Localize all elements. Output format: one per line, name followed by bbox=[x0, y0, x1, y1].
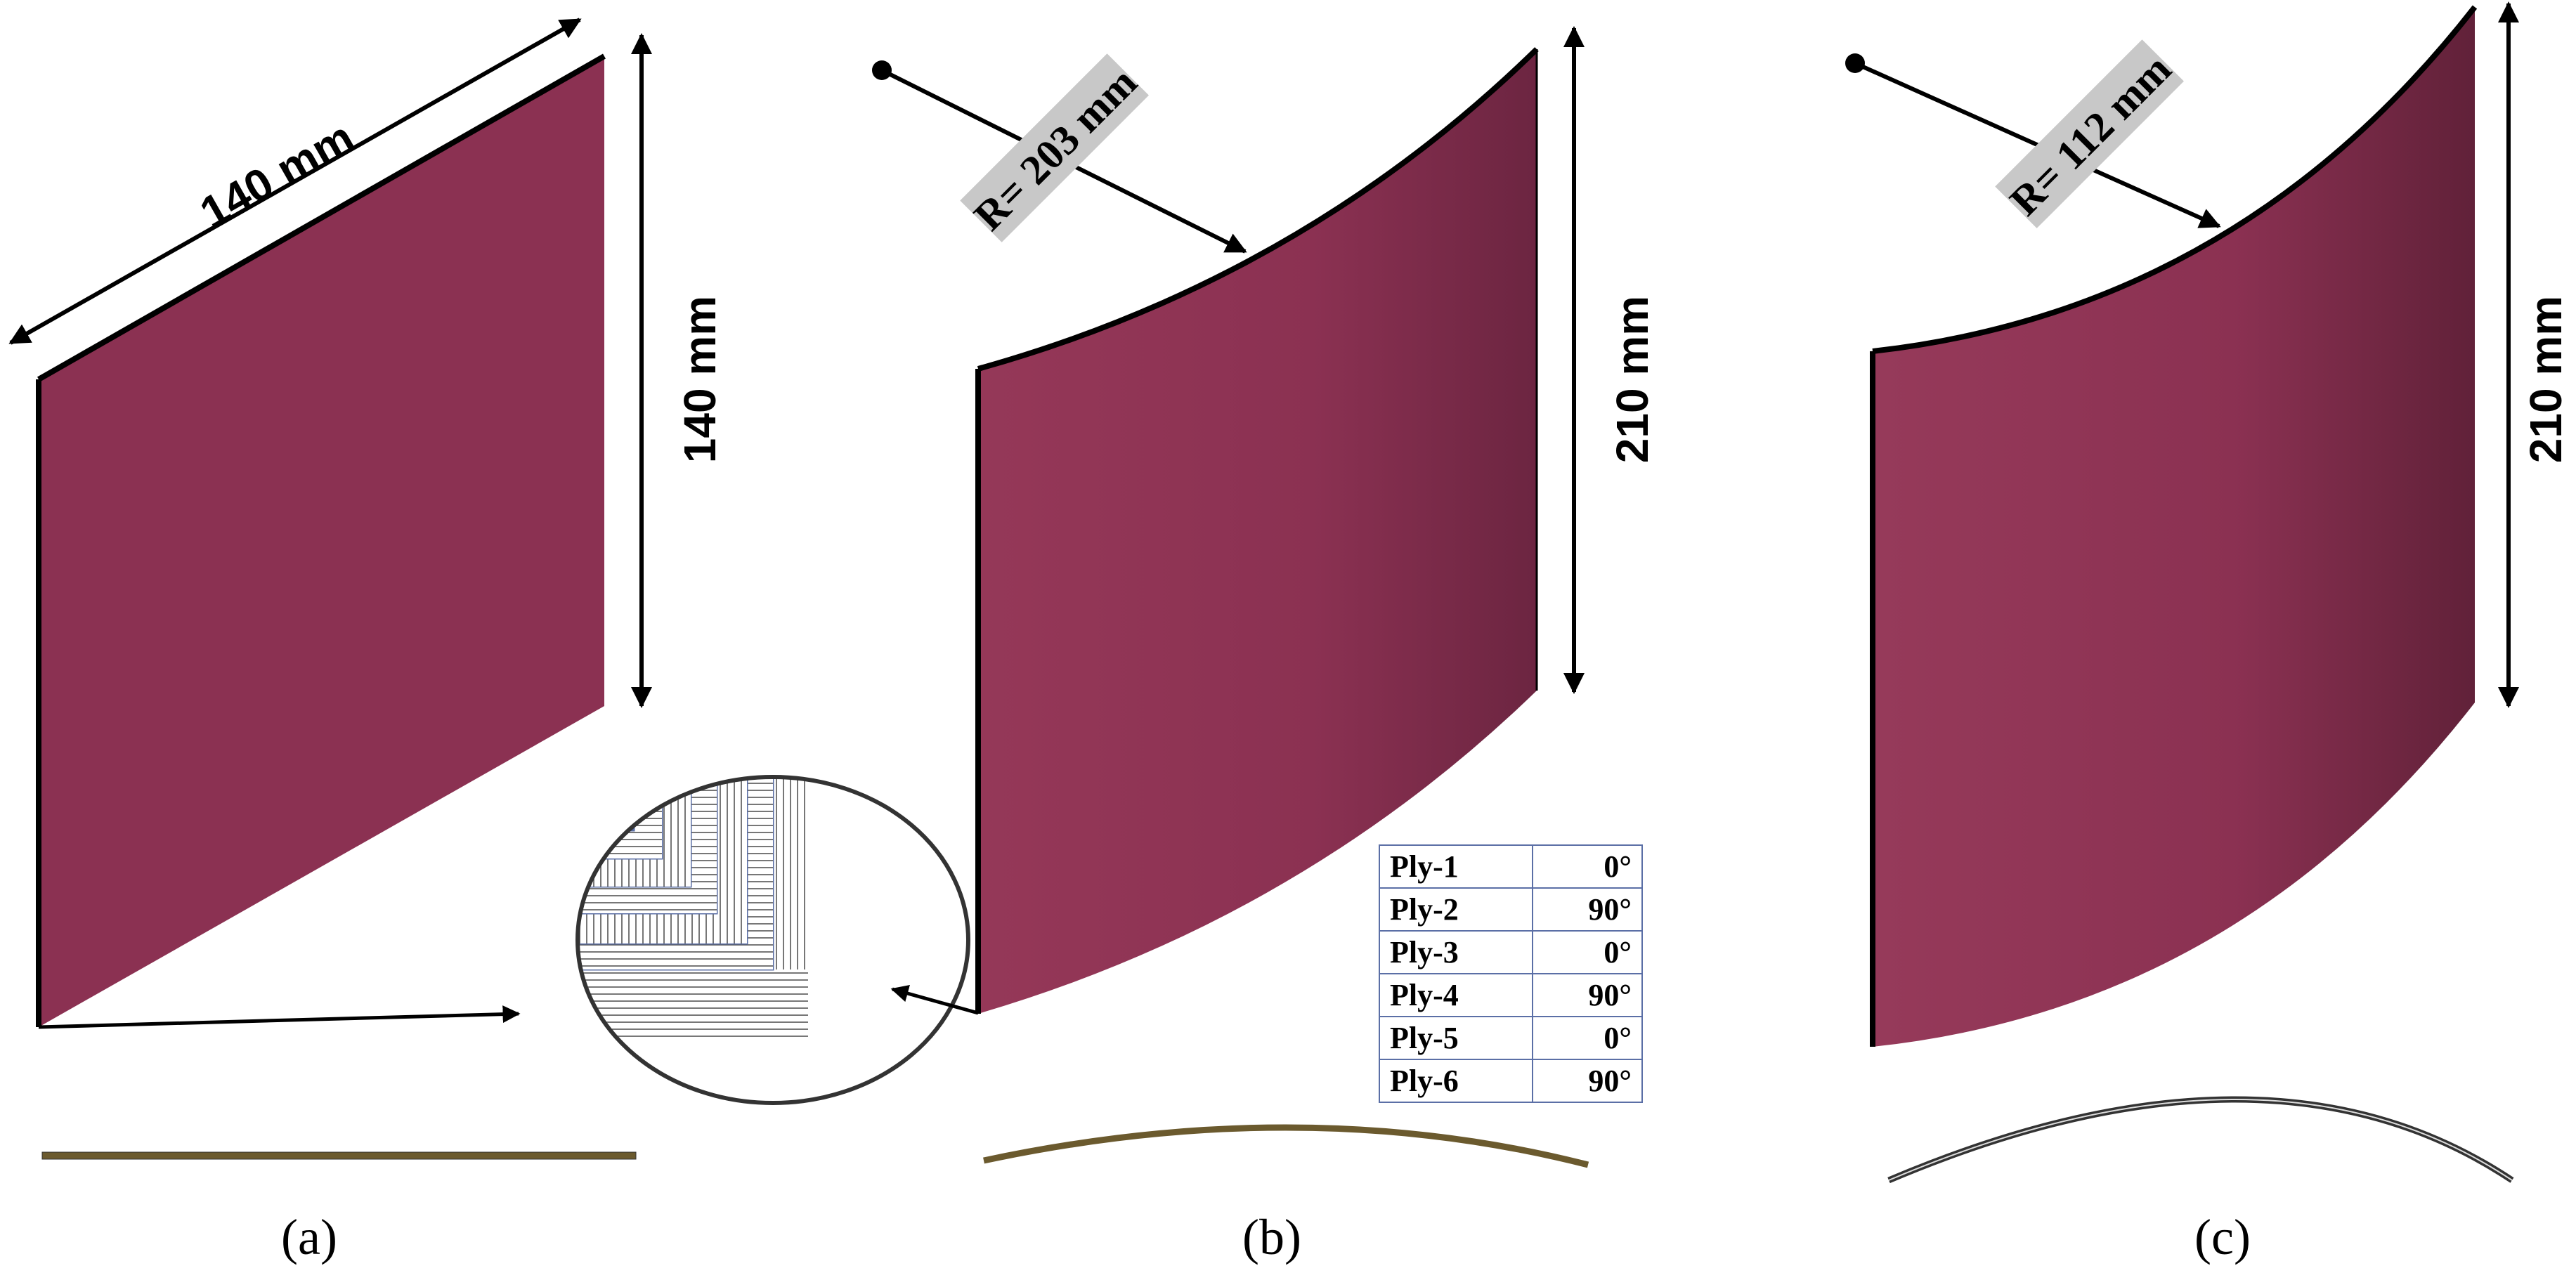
width-dimension-arrow bbox=[8, 18, 582, 345]
ply-name: Ply-4 bbox=[1379, 973, 1533, 1017]
zoom-pointer-a bbox=[38, 1005, 521, 1029]
height-dimension-label-a: 140 mm bbox=[675, 296, 725, 463]
ply-angle: 90° bbox=[1531, 1059, 1644, 1103]
ply-name: Ply-2 bbox=[1379, 887, 1533, 932]
ply-angle: 0° bbox=[1531, 1016, 1644, 1060]
cross-section-a bbox=[41, 1151, 637, 1160]
panel-b: 210 mm R= 203 mm (b) bbox=[872, 26, 1658, 1265]
height-dimension-label-b: 210 mm bbox=[1607, 296, 1658, 463]
ply-angle: 90° bbox=[1531, 973, 1644, 1017]
flat-plate bbox=[39, 56, 604, 1027]
panel-c: 210 mm R= 112 mm (c) bbox=[1845, 1, 2571, 1265]
radius-label-b: R= 203 mm bbox=[965, 58, 1145, 239]
curved-panel-c bbox=[1873, 7, 2475, 1047]
ply-name: Ply-1 bbox=[1379, 844, 1533, 889]
ply-zoom-detail bbox=[38, 775, 979, 1105]
curved-panel-b bbox=[978, 49, 1537, 1014]
caption-a: (a) bbox=[281, 1209, 337, 1265]
ply-name: Ply-3 bbox=[1379, 930, 1533, 974]
ply-layup-hatching bbox=[578, 777, 808, 1040]
height-dimension-label-c: 210 mm bbox=[2520, 296, 2571, 463]
cross-section-b bbox=[983, 1124, 1589, 1168]
ply-angle: 0° bbox=[1531, 844, 1644, 889]
radius-label-box-c bbox=[1995, 39, 2184, 228]
radius-label-box-b bbox=[960, 53, 1149, 242]
caption-c: (c) bbox=[2194, 1209, 2251, 1265]
panel-a: 140 mm 140 mm (a) bbox=[8, 18, 725, 1265]
zoom-pointer-b bbox=[890, 984, 979, 1015]
ply-angle: 0° bbox=[1531, 930, 1644, 974]
cross-section-c bbox=[1887, 1096, 2514, 1184]
ply-angle: 90° bbox=[1531, 887, 1644, 932]
caption-b: (b) bbox=[1242, 1209, 1301, 1265]
ply-name: Ply-5 bbox=[1379, 1016, 1533, 1060]
ply-name: Ply-6 bbox=[1379, 1059, 1533, 1103]
